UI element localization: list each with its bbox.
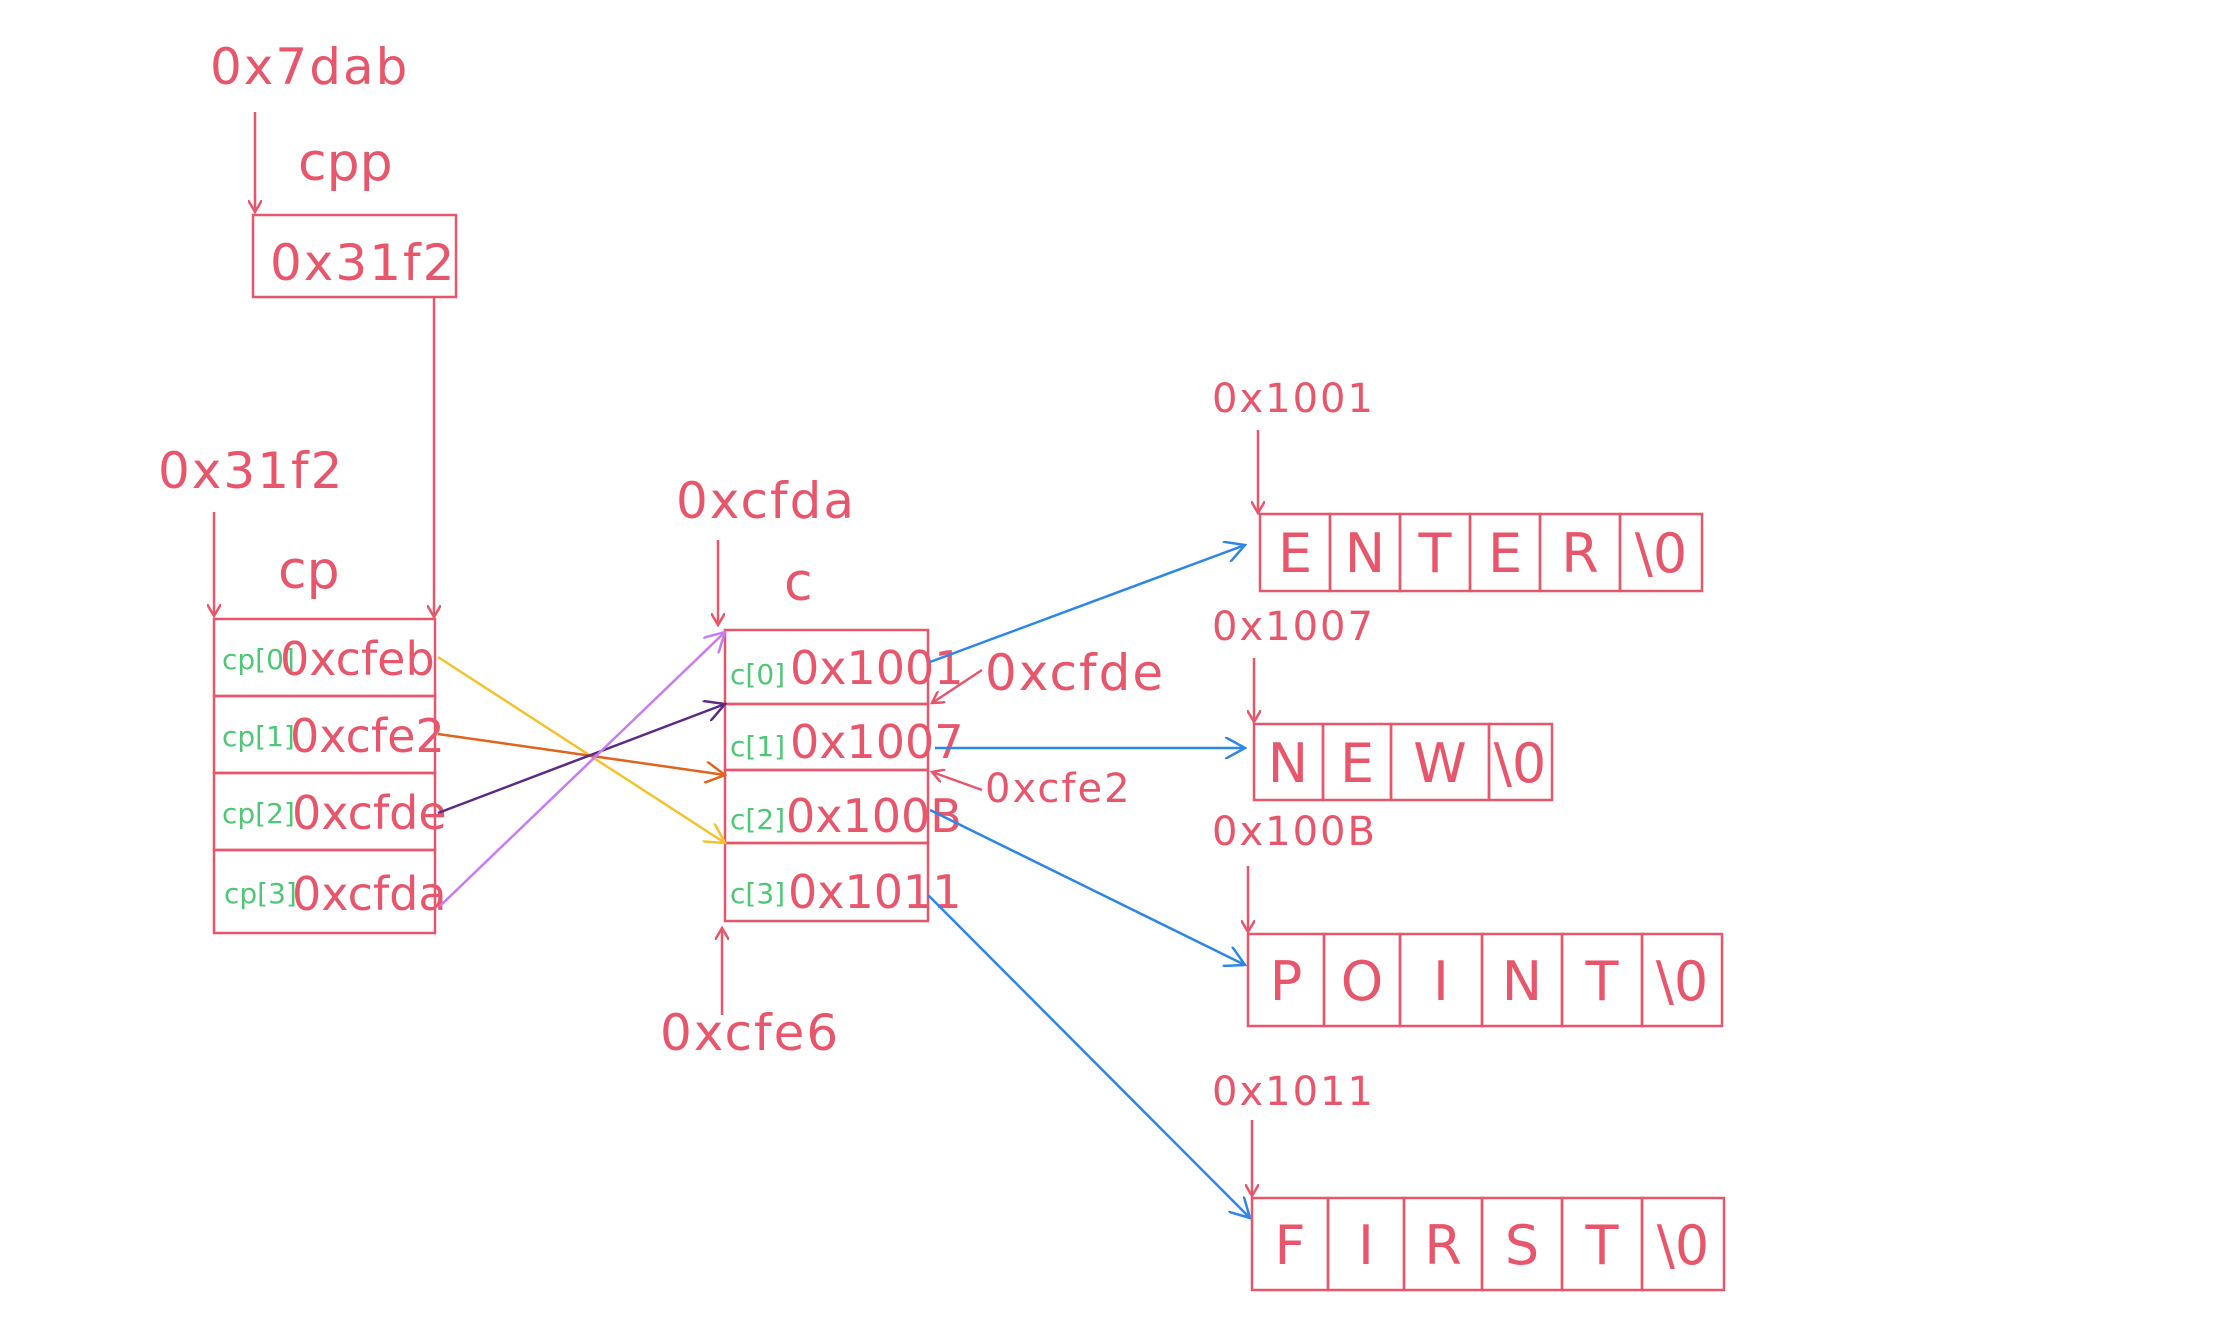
char: T — [1585, 1214, 1620, 1277]
char-cell — [1487, 722, 1554, 802]
c-address-top: 0xcfda — [676, 472, 856, 530]
char: P — [1270, 950, 1303, 1013]
c-index: c[0] — [730, 658, 785, 691]
char: T — [1418, 522, 1453, 585]
char-cell — [1640, 1196, 1726, 1292]
cpp-address: 0x7dab — [210, 38, 409, 96]
string-address: 0x1007 — [1212, 604, 1375, 650]
cp-to-c-arrows — [437, 632, 725, 907]
cp-index: cp[1] — [222, 720, 295, 753]
char: I — [1433, 950, 1449, 1013]
cpp-value: 0x31f2 — [270, 234, 456, 292]
char: E — [1340, 732, 1374, 795]
char-cell — [1640, 932, 1724, 1028]
string-address: 0x1001 — [1212, 376, 1375, 422]
string-0: 0x1001 E N T E R \0 — [1212, 376, 1704, 593]
cp-index: cp[2] — [222, 797, 295, 830]
char: \0 — [1494, 732, 1547, 795]
c-value: 0x1011 — [788, 865, 962, 919]
c-index: c[2] — [730, 803, 785, 836]
cp-value: 0xcfeb — [280, 632, 435, 686]
arrow-cp2-to-c1 — [437, 704, 725, 815]
cpp-box — [251, 213, 458, 299]
c-to-string-arrows — [927, 545, 1250, 1218]
char: \0 — [1656, 950, 1709, 1013]
char: E — [1278, 522, 1312, 585]
char: N — [1345, 522, 1385, 585]
string-2: 0x100B P O I N T \0 — [1212, 809, 1724, 1028]
c-value: 0x1007 — [790, 715, 964, 769]
cp-index: cp[3] — [224, 877, 297, 910]
cp-value: 0xcfda — [292, 867, 447, 921]
char-cell — [1618, 512, 1704, 593]
cp-value: 0xcfe2 — [290, 709, 445, 763]
c-address-right-1-arrow — [932, 668, 983, 703]
c-address-right-1: 0xcfde — [985, 644, 1165, 702]
arrow-c0-to-string0 — [929, 545, 1245, 664]
cp-group: 0x31f2 cp cp[0] 0xcfeb cp[1] 0xcfe2 cp[2… — [158, 442, 447, 935]
arrow-cp0-to-c3 — [437, 655, 725, 843]
char: T — [1585, 950, 1620, 1013]
arrow-cp3-to-c0 — [439, 632, 725, 907]
c-address-right-2: 0xcfe2 — [985, 766, 1132, 812]
cp-index: cp[0] — [222, 643, 295, 676]
c-index: c[1] — [730, 730, 785, 763]
char: I — [1358, 1214, 1374, 1277]
char: F — [1274, 1214, 1305, 1277]
char: S — [1505, 1214, 1539, 1277]
char: W — [1413, 732, 1466, 795]
string-3: 0x1011 F I R S T \0 — [1212, 1069, 1726, 1292]
cp-value: 0xcfde — [292, 786, 447, 840]
c-cell — [723, 841, 930, 923]
char: \0 — [1635, 522, 1688, 585]
c-value: 0x1001 — [790, 641, 964, 695]
string-1: 0x1007 N E W \0 — [1212, 604, 1554, 802]
arrow-c2-to-string2 — [929, 808, 1245, 965]
arrow-cp1-to-c2 — [437, 732, 725, 775]
char: O — [1341, 950, 1384, 1013]
cp-address: 0x31f2 — [158, 442, 344, 500]
c-index: c[3] — [730, 877, 785, 910]
char: E — [1488, 522, 1522, 585]
cp-cell — [212, 848, 437, 935]
string-address: 0x100B — [1212, 809, 1377, 855]
char: N — [1502, 950, 1542, 1013]
arrow-c3-to-string3 — [927, 894, 1250, 1218]
c-address-bottom: 0xcfe6 — [660, 1004, 840, 1062]
cpp-name: cpp — [298, 133, 393, 193]
c-address-right-2-arrow — [932, 772, 983, 792]
string-address: 0x1011 — [1212, 1069, 1375, 1115]
char: R — [1561, 522, 1599, 585]
char: \0 — [1657, 1214, 1710, 1277]
char: R — [1424, 1214, 1462, 1277]
c-value: 0x100B — [786, 789, 962, 843]
char: N — [1268, 732, 1308, 795]
cp-name: cp — [278, 541, 340, 601]
cpp-group: 0x7dab cpp 0x31f2 — [210, 38, 458, 617]
c-group: 0xcfda c c[0] 0x1001 c[1] 0x1007 c[2] 0x… — [660, 472, 1165, 1062]
c-name: c — [784, 553, 813, 613]
